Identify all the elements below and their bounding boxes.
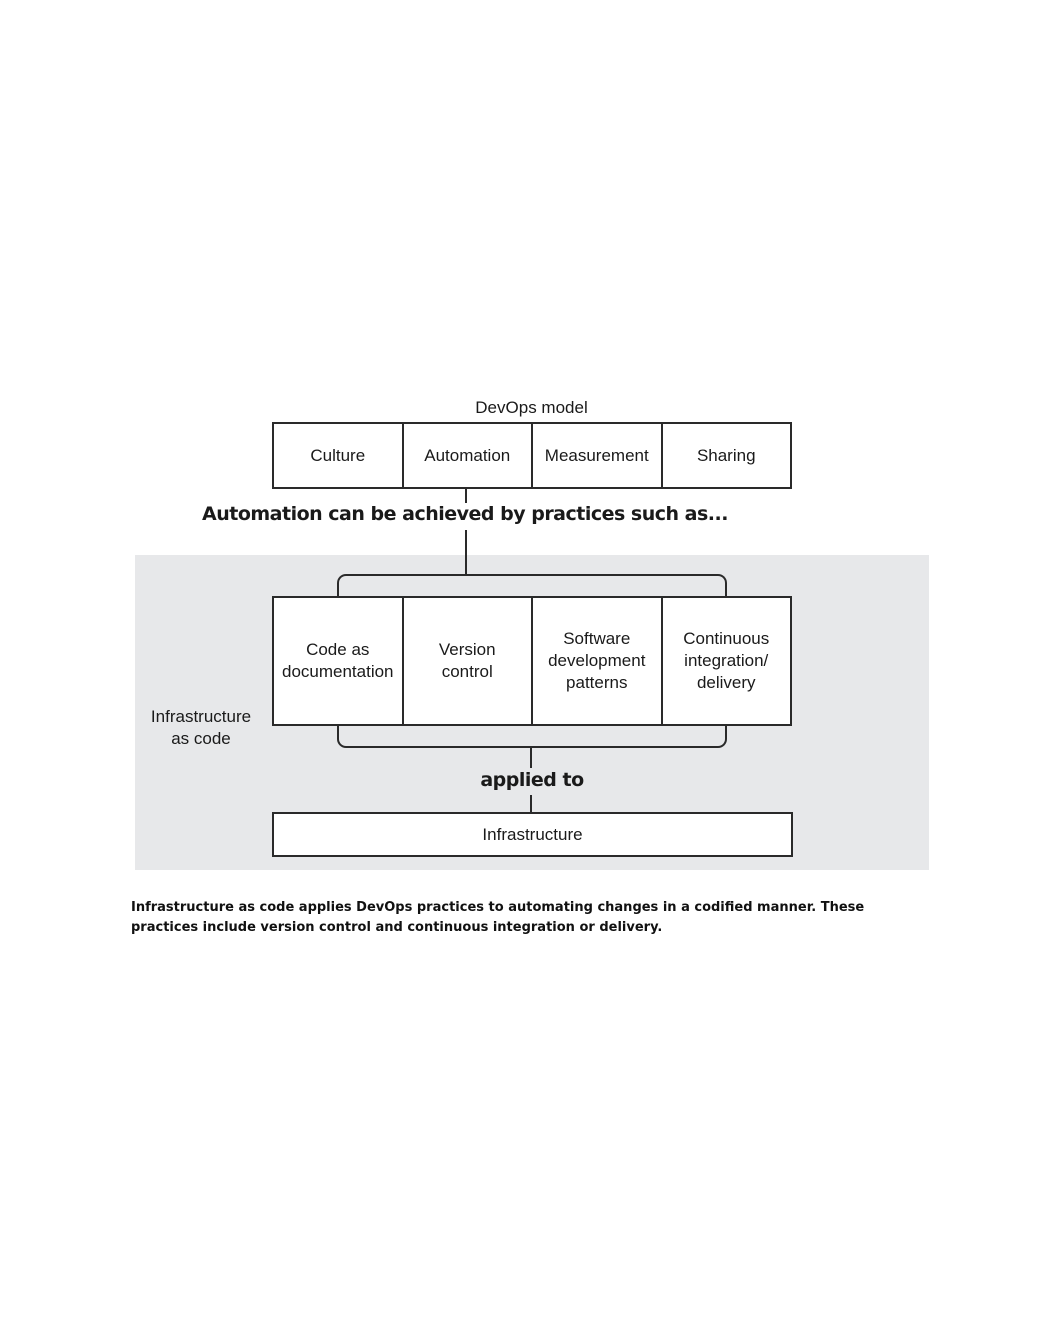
connector-automation-bottom bbox=[465, 530, 467, 576]
practice-continuous-integration-delivery: Continuous integration/ delivery bbox=[683, 629, 770, 692]
applied-to-heading: applied to bbox=[480, 769, 584, 791]
practice-software-development-patterns: Software development patterns bbox=[533, 598, 663, 724]
connector-applied-top bbox=[530, 746, 532, 768]
model-item-automation: Automation bbox=[404, 424, 533, 487]
connector-automation-top bbox=[465, 489, 467, 503]
infrastructure-label: Infrastructure bbox=[482, 824, 583, 844]
practices-brace-top bbox=[337, 574, 727, 596]
automation-heading: Automation can be achieved by practices … bbox=[202, 503, 728, 525]
model-item-measurement: Measurement bbox=[533, 424, 663, 487]
model-item-culture: Culture bbox=[274, 424, 404, 487]
infrastructure-as-code-label: Infrastructure as code bbox=[150, 707, 252, 748]
devops-model-row: Culture Automation Measurement Sharing bbox=[272, 422, 792, 489]
practices-brace-bottom bbox=[337, 726, 727, 748]
model-item-sharing: Sharing bbox=[696, 445, 756, 465]
practices-row: Code as documentation Version control So… bbox=[272, 596, 792, 726]
devops-model-title: DevOps model bbox=[475, 398, 588, 417]
connector-applied-bottom bbox=[530, 795, 532, 812]
practice-code-as-documentation: Code as documentation bbox=[274, 598, 404, 724]
figure-caption: Infrastructure as code applies DevOps pr… bbox=[131, 900, 865, 935]
practice-version-control: Version control bbox=[404, 598, 533, 724]
infrastructure-box: Infrastructure bbox=[272, 812, 793, 857]
